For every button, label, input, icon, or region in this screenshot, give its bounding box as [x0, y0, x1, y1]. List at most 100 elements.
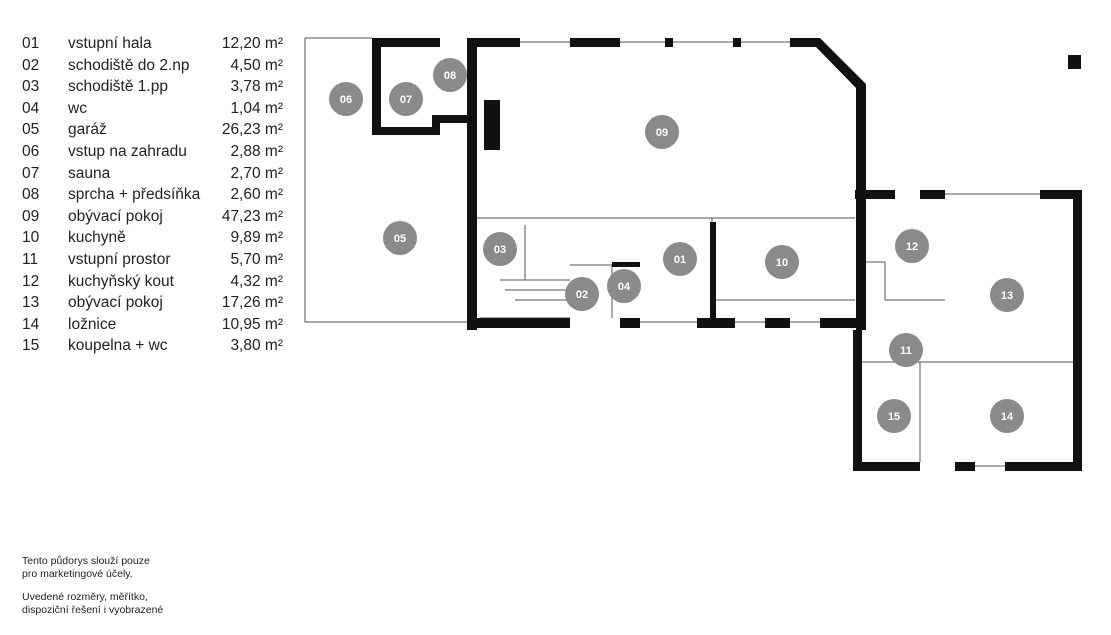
- room-marker: 14: [990, 399, 1024, 433]
- walls: [372, 38, 1082, 471]
- room-number: 01: [22, 35, 40, 52]
- room-area: 2,70 m²: [230, 164, 283, 182]
- note-line: dispoziční řešení i vyobrazené: [22, 604, 164, 616]
- room-number: 12: [22, 272, 40, 290]
- room-marker: 07: [389, 82, 423, 116]
- room-area: 47,23 m²: [221, 207, 283, 225]
- room-number: 13: [22, 294, 40, 312]
- room-marker-circle: [383, 221, 417, 255]
- room-marker-circle: [389, 82, 423, 116]
- room-area: 2,88 m²: [230, 142, 283, 160]
- room-marker-circle: [607, 269, 641, 303]
- room-marker: 10: [765, 245, 799, 279]
- room-marker: 13: [990, 278, 1024, 312]
- room-marker-circle: [877, 399, 911, 433]
- room-number: 11: [22, 250, 39, 268]
- room-marker-label: 12: [906, 241, 918, 253]
- room-name: ložnice: [68, 315, 117, 333]
- room-name: vstup na zahradu: [68, 142, 187, 160]
- room-marker: 04: [607, 269, 641, 303]
- room-marker: 12: [895, 229, 929, 263]
- room-number: 08: [22, 186, 40, 204]
- room-number: 15: [22, 337, 40, 355]
- room-name: vstupní hala: [68, 35, 152, 52]
- room-name: obývací pokoj: [68, 207, 163, 225]
- room-name: wc: [68, 99, 87, 117]
- room-area: 2,60 m²: [230, 186, 283, 204]
- room-name: garáž: [68, 121, 107, 139]
- room-marker: 11: [889, 333, 923, 367]
- room-marker-label: 08: [444, 70, 456, 82]
- room-area: 9,89 m²: [230, 229, 283, 247]
- room-markers: 01 02 03 04 05 06 07 08 09 10 11 12 13 14 15: [329, 58, 1024, 433]
- room-name: kuchyňský kout: [68, 272, 174, 290]
- note-line: Tento půdorys slouží pouze: [22, 555, 150, 567]
- legend-row: 12 kuchyňský kout 4,32 m²: [22, 271, 283, 293]
- room-marker: 02: [565, 277, 599, 311]
- room-area: 10,95 m²: [221, 315, 283, 333]
- legend-row: 08 sprcha + předsíňka 2,60 m²: [22, 184, 283, 206]
- room-marker-label: 10: [776, 257, 788, 269]
- legend-row: 07 sauna 2,70 m²: [22, 163, 283, 185]
- room-marker-circle: [565, 277, 599, 311]
- legend-row: 04 wc 1,04 m²: [22, 98, 283, 120]
- room-number: 03: [22, 78, 40, 96]
- room-marker-label: 15: [888, 411, 900, 423]
- legend-row: 11 vstupní prostor 5,70 m²: [22, 249, 283, 271]
- legend-row: 01 vstupní hala 12,20 m²: [22, 33, 283, 55]
- room-number: 14: [22, 315, 40, 333]
- room-number: 07: [22, 164, 40, 182]
- room-marker-circle: [765, 245, 799, 279]
- room-name: sauna: [68, 164, 111, 182]
- note-line: pro marketingové účely.: [22, 568, 133, 580]
- room-marker-label: 07: [400, 94, 412, 106]
- legend-row: 14 ložnice 10,95 m²: [22, 314, 283, 336]
- room-number: 04: [22, 99, 40, 117]
- room-marker: 06: [329, 82, 363, 116]
- room-name: kuchyně: [68, 229, 126, 247]
- room-area: 3,78 m²: [230, 78, 283, 96]
- room-marker: 01: [663, 242, 697, 276]
- room-name: vstupní prostor: [68, 250, 171, 268]
- room-area: 4,32 m²: [230, 272, 283, 290]
- room-marker: 15: [877, 399, 911, 433]
- room-marker-label: 02: [576, 289, 588, 301]
- room-marker-label: 09: [656, 127, 668, 139]
- room-marker-label: 03: [494, 244, 506, 256]
- room-marker-circle: [990, 399, 1024, 433]
- room-marker-label: 11: [900, 345, 912, 357]
- room-area: 12,20 m²: [221, 35, 283, 52]
- room-area: 5,70 m²: [230, 250, 283, 268]
- legend-row: 05 garáž 26,23 m²: [22, 119, 283, 141]
- room-marker-label: 04: [618, 281, 631, 293]
- room-area: 3,80 m²: [230, 337, 283, 355]
- room-name: sprcha + předsíňka: [68, 186, 201, 204]
- room-number: 05: [22, 121, 40, 139]
- room-marker-label: 01: [674, 254, 686, 266]
- room-marker: 08: [433, 58, 467, 92]
- room-marker-circle: [663, 242, 697, 276]
- room-name: schodiště 1.pp: [68, 78, 168, 96]
- room-name: koupelna + wc: [68, 337, 168, 355]
- room-marker-circle: [889, 333, 923, 367]
- room-marker-label: 14: [1001, 411, 1014, 423]
- room-marker: 09: [645, 115, 679, 149]
- room-area: 26,23 m²: [221, 121, 283, 139]
- room-marker-label: 06: [340, 94, 352, 106]
- room-number: 02: [22, 56, 40, 74]
- room-name: schodiště do 2.np: [68, 56, 190, 74]
- room-marker-circle: [645, 115, 679, 149]
- room-area: 1,04 m²: [230, 99, 283, 117]
- room-legend: 01 vstupní hala 12,20 m² 02 schodiště do 2.n…: [22, 33, 283, 357]
- legend-row: 03 schodiště 1.pp 3,78 m²: [22, 76, 283, 98]
- room-marker-label: 13: [1001, 290, 1013, 302]
- room-marker-label: 05: [394, 233, 406, 245]
- room-area: 17,26 m²: [221, 294, 283, 312]
- room-marker-circle: [483, 232, 517, 266]
